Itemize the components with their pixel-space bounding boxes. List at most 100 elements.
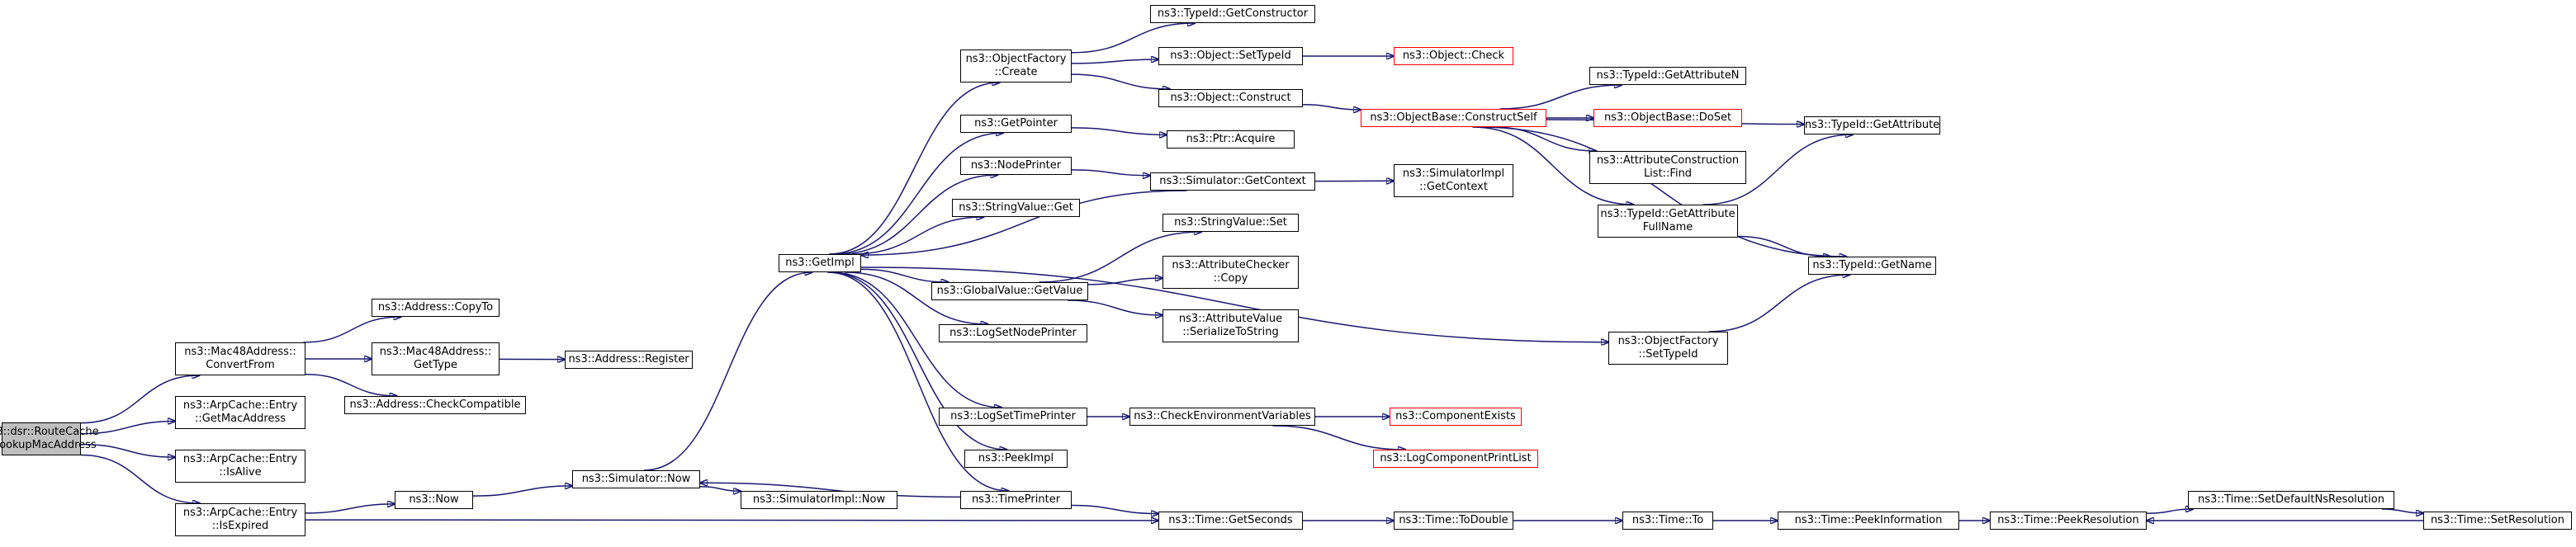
node-arp-get-mac[interactable]: ns3::ArpCache::Entry::GetMacAddress <box>175 396 305 429</box>
node-object-construct[interactable]: ns3::Object::Construct <box>1158 89 1303 107</box>
node-get-pointer[interactable]: ns3::GetPointer <box>960 115 1072 133</box>
node-comp-exists[interactable]: ns3::ComponentExists <box>1390 408 1522 426</box>
edge-sim-now-to-get-impl <box>643 272 812 471</box>
edge-type-id-get-attr-full-name-to-type-id-get-attribute <box>1702 134 1853 205</box>
node-label-line: ns3::ComponentExists <box>1395 410 1516 422</box>
node-check-env-vars[interactable]: ns3::CheckEnvironmentVariables <box>1129 408 1315 426</box>
node-type-id-get-name[interactable]: ns3::TypeId::GetName <box>1808 257 1936 275</box>
node-time-set-default-ns-res[interactable]: ns3::Time::SetDefaultNsResolution <box>2188 491 2394 509</box>
node-string-value-set[interactable]: ns3::StringValue::Set <box>1163 214 1299 232</box>
node-label-line: ns3::Object::SetTypeId <box>1170 50 1291 62</box>
node-time-peek-res[interactable]: ns3::Time::PeekResolution <box>1990 512 2147 530</box>
node-label-line: ns3::Time::PeekInformation <box>1794 514 1943 526</box>
node-type-id-get-attribute[interactable]: ns3::TypeId::GetAttribute <box>1804 116 1940 134</box>
node-label-line: ns3::Time::To <box>1631 514 1704 526</box>
edge-global-value-get-value-to-string-value-set <box>1039 232 1201 283</box>
node-label-line: ns3::ArpCache::Entry <box>182 453 298 465</box>
node-attr-checker-copy[interactable]: ns3::AttributeChecker::Copy <box>1163 256 1299 289</box>
edge-check-env-vars-to-log-comp-print-list <box>1272 425 1405 450</box>
node-mac48-get-type[interactable]: ns3::Mac48Address::GetType <box>372 342 500 375</box>
node-attr-value-serialize[interactable]: ns3::AttributeValue::SerializeToString <box>1163 309 1299 342</box>
node-label-line: ::GetMacAddress <box>194 413 286 425</box>
node-time-peek-info[interactable]: ns3::Time::PeekInformation <box>1778 512 1959 530</box>
node-global-value-get-value[interactable]: ns3::GlobalValue::GetValue <box>931 282 1088 300</box>
node-label-line: ns3::PeekImpl <box>978 452 1054 464</box>
node-root: ns3::dsr::RouteCache::LookupMacAddress <box>0 422 99 455</box>
edge-object-construct-to-obj-base-construct-self <box>1302 104 1361 110</box>
node-label-line: ::GetContext <box>1419 181 1488 193</box>
node-label-line: ::IsExpired <box>211 520 269 532</box>
node-object-set-type-id[interactable]: ns3::Object::SetTypeId <box>1158 47 1303 65</box>
edge-get-impl-to-peek-impl <box>829 271 1006 450</box>
edge-get-impl-to-node-printer <box>838 175 997 255</box>
node-time-set-res[interactable]: ns3::Time::SetResolution <box>2423 512 2572 530</box>
node-arp-is-alive[interactable]: ns3::ArpCache::Entry::IsAlive <box>175 450 305 483</box>
node-addr-copy-to[interactable]: ns3::Address::CopyTo <box>372 299 500 317</box>
node-obj-factory-create[interactable]: ns3::ObjectFactory::Create <box>960 50 1072 83</box>
node-obj-base-do-set[interactable]: ns3::ObjectBase::DoSet <box>1593 109 1742 127</box>
edge-get-impl-to-obj-factory-set-type-id <box>860 266 1608 342</box>
edge-obj-factory-create-to-object-construct <box>1071 73 1170 89</box>
node-label-line: ::SetTypeId <box>1638 348 1698 361</box>
node-sim-now[interactable]: ns3::Simulator::Now <box>572 470 700 488</box>
node-time-to[interactable]: ns3::Time::To <box>1622 512 1713 530</box>
node-label-line: ns3::ArpCache::Entry <box>182 399 298 412</box>
node-sim-get-context[interactable]: ns3::Simulator::GetContext <box>1150 172 1315 191</box>
edge-type-id-get-attr-full-name-to-type-id-get-name <box>1737 235 1830 257</box>
node-addr-check-compat[interactable]: ns3::Address::CheckCompatible <box>344 396 526 414</box>
node-node-printer[interactable]: ns3::NodePrinter <box>960 157 1072 175</box>
node-obj-factory-set-type-id[interactable]: ns3::ObjectFactory::SetTypeId <box>1608 332 1728 365</box>
node-type-id-get-attr-n[interactable]: ns3::TypeId::GetAttributeN <box>1589 67 1746 85</box>
node-label-line: ns3::GetImpl <box>785 257 855 269</box>
node-log-set-time-printer[interactable]: ns3::LogSetTimePrinter <box>939 408 1087 426</box>
node-label-line: ns3::Address::Register <box>568 353 689 365</box>
node-mac48-convert-from[interactable]: ns3::Mac48Address::ConvertFrom <box>175 342 305 375</box>
edge-get-impl-to-time-printer <box>827 271 1008 491</box>
node-label-line: ns3::AttributeValue <box>1178 313 1283 325</box>
node-label-line: ::Copy <box>1213 272 1248 285</box>
node-obj-base-construct-self[interactable]: ns3::ObjectBase::ConstructSelf <box>1361 109 1546 127</box>
node-label-line: ConvertFrom <box>206 359 275 371</box>
edge-mac48-convert-from-to-addr-copy-to <box>303 317 400 343</box>
node-log-set-node-printer[interactable]: ns3::LogSetNodePrinter <box>939 324 1087 342</box>
edge-arp-is-expired-to-time-get-seconds <box>305 520 1158 521</box>
node-sim-impl-now[interactable]: ns3::SimulatorImpl::Now <box>741 491 897 509</box>
node-get-impl[interactable]: ns3::GetImpl <box>779 254 861 272</box>
node-label-line: ns3::AttributeChecker <box>1172 259 1290 271</box>
node-label-line: ns3::Now <box>409 493 459 506</box>
edge-time-printer-to-sim-now <box>700 483 961 498</box>
node-object-check[interactable]: ns3::Object::Check <box>1394 47 1513 65</box>
node-label-line: ::IsAlive <box>219 466 262 479</box>
node-ptr-acquire[interactable]: ns3::Ptr::Acquire <box>1167 130 1295 149</box>
node-label-line: ns3::ArpCache::Entry <box>182 507 298 519</box>
node-arp-is-expired[interactable]: ns3::ArpCache::Entry::IsExpired <box>175 503 305 536</box>
node-time-get-seconds[interactable]: ns3::Time::GetSeconds <box>1158 512 1303 530</box>
node-label-line: ns3::StringValue::Set <box>1174 216 1287 229</box>
edge-obj-base-construct-self-to-attr-construction-list-find <box>1493 126 1596 151</box>
edge-time-set-default-ns-res-to-time-set-res <box>2381 508 2423 513</box>
node-label-line: ns3::Mac48Address:: <box>379 346 492 358</box>
node-label-line: ns3::dsr::RouteCache <box>0 426 99 438</box>
node-now[interactable]: ns3::Now <box>395 491 473 509</box>
node-label-line: ns3::TypeId::GetName <box>1812 259 1932 271</box>
edge-get-impl-to-global-value-get-value <box>860 268 949 282</box>
edge-time-peek-res-to-time-set-default-ns-res <box>2146 509 2193 514</box>
node-label-line: ns3::ObjectFactory <box>1617 335 1719 347</box>
node-time-printer[interactable]: ns3::TimePrinter <box>960 491 1072 509</box>
node-log-comp-print-list[interactable]: ns3::LogComponentPrintList <box>1373 450 1538 468</box>
node-addr-register[interactable]: ns3::Address::Register <box>565 351 693 369</box>
node-type-id-get-constructor[interactable]: ns3::TypeId::GetConstructor <box>1150 5 1315 23</box>
node-sim-impl-get-context[interactable]: ns3::SimulatorImpl::GetContext <box>1394 164 1513 197</box>
node-peek-impl[interactable]: ns3::PeekImpl <box>964 450 1068 468</box>
edge-obj-factory-create-to-type-id-get-constructor <box>1071 23 1195 54</box>
node-time-to-double[interactable]: ns3::Time::ToDouble <box>1394 512 1513 530</box>
edge-get-pointer-to-ptr-acquire <box>1071 127 1167 134</box>
node-label-line: ns3::AttributeConstruction <box>1596 154 1740 167</box>
node-label-line: ::LookupMacAddress <box>0 439 97 451</box>
node-string-value-get[interactable]: ns3::StringValue::Get <box>952 199 1080 217</box>
edge-get-impl-to-string-value-get <box>851 217 984 255</box>
node-label-line: ns3::Address::CheckCompatible <box>349 398 521 411</box>
